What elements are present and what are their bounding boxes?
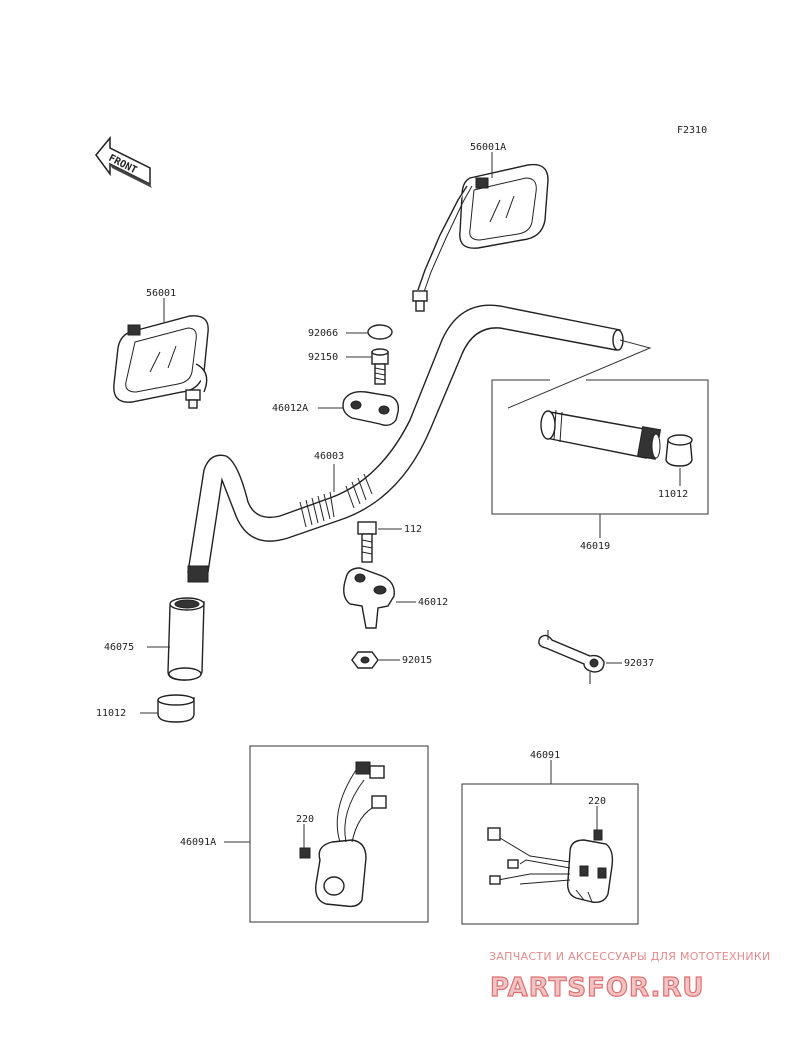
label-220-right: 220 [588,796,606,807]
end-cap-left [157,694,195,723]
label-92037: 92037 [624,658,654,669]
holder-lower [343,567,395,629]
bolt-92150 [371,348,389,385]
label-56001: 56001 [146,288,176,299]
bolt-112 [357,521,377,563]
label-46012: 46012 [418,597,448,608]
grip-left [167,597,205,681]
watermark-tagline: ЗАПЧАСТИ И АКСЕССУАРЫ ДЛЯ МОТОТЕХНИКИ [489,950,771,963]
bracket-92037 [538,630,605,684]
switch-left-box [249,745,429,923]
cap-92066 [367,324,393,340]
label-46091: 46091 [530,750,560,761]
right-mirror [412,163,549,312]
figure-code: F2310 [677,125,707,136]
switch-right-box [461,783,639,925]
label-46012A: 46012A [272,403,308,414]
label-92015: 92015 [402,655,432,666]
label-11012-right: 11012 [658,489,688,500]
label-56001A: 56001A [470,142,506,153]
watermark-brand: PARTSFOR.RU [490,973,704,1003]
label-92150: 92150 [308,352,338,363]
label-46019: 46019 [580,541,610,552]
holder-upper [342,390,400,427]
label-112: 112 [404,524,422,535]
throttle-box [491,339,709,515]
label-92066: 92066 [308,328,338,339]
label-11012-left: 11012 [96,708,126,719]
label-46091A: 46091A [180,837,216,848]
label-46003: 46003 [314,451,344,462]
label-220-left: 220 [296,814,314,825]
left-mirror [113,315,209,409]
label-46075: 46075 [104,642,134,653]
handlebar [187,304,624,583]
front-arrow-icon: FRONT [95,135,152,188]
